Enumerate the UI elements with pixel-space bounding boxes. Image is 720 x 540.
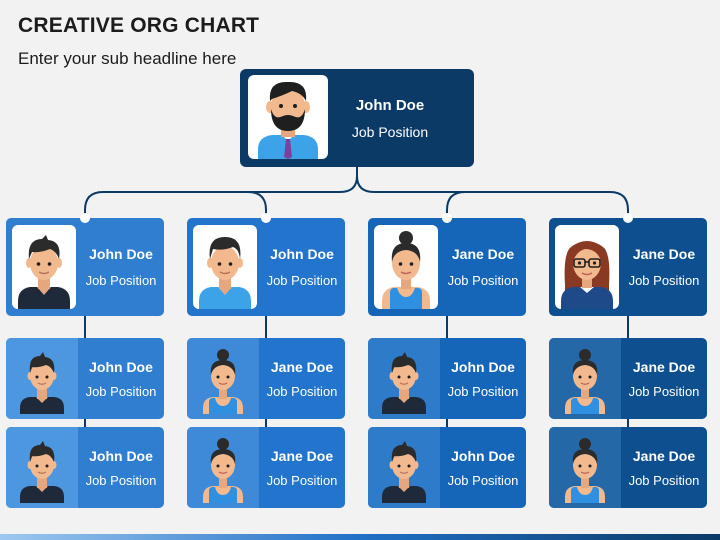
member-photo bbox=[6, 338, 78, 419]
member-card[interactable]: John Doe Job Position bbox=[6, 427, 164, 508]
member-position: Job Position bbox=[85, 473, 157, 488]
manager-card-1[interactable]: John Doe Job Position bbox=[6, 218, 164, 316]
manager-position: Job Position bbox=[266, 273, 338, 288]
member-name: Jane Doe bbox=[632, 448, 696, 464]
member-name: Jane Doe bbox=[270, 359, 334, 375]
man-avatar-icon bbox=[20, 441, 64, 503]
top-person-position: Job Position bbox=[351, 124, 429, 140]
member-position: Job Position bbox=[628, 473, 700, 488]
manager-position: Job Position bbox=[447, 273, 519, 288]
connector-node bbox=[261, 213, 271, 223]
connector-node bbox=[623, 213, 633, 223]
page-subtitle: Enter your sub headline here bbox=[18, 49, 237, 68]
manager-position: Job Position bbox=[628, 273, 700, 288]
member-card[interactable]: Jane Doe Job Position bbox=[187, 427, 345, 508]
woman-glasses-avatar-icon bbox=[561, 241, 613, 309]
manager-position: Job Position bbox=[85, 273, 157, 288]
man-avatar-icon bbox=[382, 352, 426, 414]
member-photo bbox=[187, 338, 259, 419]
woman-bun-avatar-icon bbox=[565, 438, 605, 503]
man-avatar-icon bbox=[382, 441, 426, 503]
woman-bun-avatar-icon bbox=[565, 349, 605, 414]
manager-photo bbox=[193, 225, 257, 309]
member-name: John Doe bbox=[451, 448, 515, 464]
man-avatar-icon bbox=[20, 352, 64, 414]
man-avatar-icon bbox=[18, 235, 70, 309]
manager-name: John Doe bbox=[270, 246, 334, 262]
member-card[interactable]: Jane Doe Job Position bbox=[187, 338, 345, 419]
connector-node bbox=[80, 213, 90, 223]
member-position: Job Position bbox=[447, 473, 519, 488]
manager-card-4[interactable]: Jane Doe Job Position bbox=[549, 218, 707, 316]
top-person-card[interactable]: John Doe Job Position bbox=[240, 69, 474, 167]
member-card[interactable]: John Doe Job Position bbox=[368, 427, 526, 508]
member-position: Job Position bbox=[85, 384, 157, 399]
member-photo bbox=[368, 338, 440, 419]
member-card[interactable]: John Doe Job Position bbox=[368, 338, 526, 419]
member-card[interactable]: Jane Doe Job Position bbox=[549, 338, 707, 419]
top-person-name: John Doe bbox=[355, 97, 425, 114]
member-name: Jane Doe bbox=[270, 448, 334, 464]
page-title: CREATIVE ORG CHART bbox=[18, 14, 260, 37]
manager-name: John Doe bbox=[89, 246, 153, 262]
manager-card-3[interactable]: Jane Doe Job Position bbox=[368, 218, 526, 316]
man-avatar-icon bbox=[199, 237, 251, 309]
woman-bun-avatar-icon bbox=[203, 349, 243, 414]
member-name: Jane Doe bbox=[632, 359, 696, 375]
man-beard-tie-avatar-icon bbox=[258, 81, 318, 159]
manager-photo bbox=[12, 225, 76, 309]
manager-card-2[interactable]: John Doe Job Position bbox=[187, 218, 345, 316]
manager-name: Jane Doe bbox=[632, 246, 696, 262]
woman-bun-avatar-icon bbox=[203, 438, 243, 503]
member-name: John Doe bbox=[89, 359, 153, 375]
member-position: Job Position bbox=[447, 384, 519, 399]
connector-node bbox=[442, 213, 452, 223]
member-position: Job Position bbox=[628, 384, 700, 399]
member-photo bbox=[6, 427, 78, 508]
member-name: John Doe bbox=[89, 448, 153, 464]
woman-bun-avatar-icon bbox=[382, 231, 430, 309]
member-photo bbox=[549, 338, 621, 419]
member-photo bbox=[549, 427, 621, 508]
manager-photo bbox=[374, 225, 438, 309]
member-card[interactable]: John Doe Job Position bbox=[6, 338, 164, 419]
member-position: Job Position bbox=[266, 384, 338, 399]
top-person-photo bbox=[248, 75, 328, 159]
manager-photo bbox=[555, 225, 619, 309]
member-photo bbox=[368, 427, 440, 508]
member-position: Job Position bbox=[266, 473, 338, 488]
member-name: John Doe bbox=[451, 359, 515, 375]
member-photo bbox=[187, 427, 259, 508]
member-card[interactable]: Jane Doe Job Position bbox=[549, 427, 707, 508]
manager-name: Jane Doe bbox=[451, 246, 515, 262]
